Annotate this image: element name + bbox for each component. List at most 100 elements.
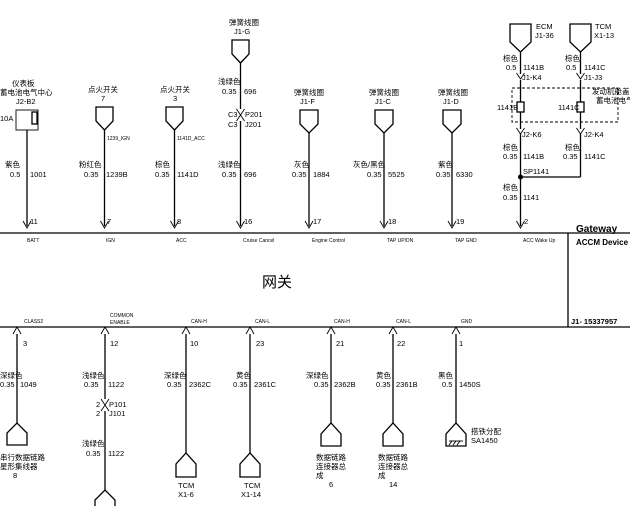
source-line-1: 点火开关	[88, 84, 118, 94]
ecm-terminal-lower: J2-K6	[522, 130, 542, 139]
wire-circuit-2: 696	[244, 170, 257, 179]
inline-connector-icon	[236, 108, 245, 116]
source-line-1: 弹簧线圈	[369, 87, 399, 97]
pin-number: 12	[110, 339, 118, 348]
dest-line-4: 14	[389, 480, 397, 489]
inline-a: C3	[228, 110, 238, 119]
pin-chevron-icon	[451, 326, 461, 335]
pin-chevron-icon	[236, 220, 245, 229]
pin-number: 16	[244, 217, 252, 226]
wire-circuit: 5525	[388, 170, 405, 179]
pin-chevron-icon	[100, 326, 110, 335]
wire-color: 深绿色	[0, 370, 23, 380]
wire-gauge: 0.35	[436, 170, 451, 179]
wire-gauge: 0.35	[367, 170, 382, 179]
wire-color: 棕色	[155, 159, 170, 169]
wire-gauge: 0.35	[84, 170, 99, 179]
source-line-2: J1-G	[234, 27, 250, 36]
source-line-2: J1-F	[300, 97, 315, 106]
tcm-mid-label: 1141C	[558, 103, 580, 112]
pin-label: ACC	[176, 238, 187, 244]
pin-chevron-icon	[170, 220, 179, 229]
source-line-1: 弹簧线圈	[229, 17, 259, 27]
pin-label: IGN	[106, 238, 115, 244]
wire-circuit: 1122	[108, 380, 124, 389]
wire-circuit: 2362B	[334, 380, 356, 389]
pin-label: CAN-L	[396, 319, 411, 325]
circuit-gnd: GND 1 黑色 0.5 1450S 搭铁分配 SA1450	[438, 319, 501, 447]
module-device: ACCM Device	[576, 238, 629, 247]
inline-d: J101	[109, 409, 125, 418]
wire-color: 浅绿色	[82, 370, 105, 380]
circuit-acc: 点火开关 3 1141D_ACC 棕色 0.35 1141D 8 ACC	[155, 84, 205, 244]
dest-line-1: TCM	[178, 481, 194, 490]
pin-label: CAN-H	[191, 319, 207, 325]
source-line-2: J1-D	[443, 97, 459, 106]
source-line-3: J2-B2	[16, 97, 36, 106]
pin-number: 7	[107, 217, 111, 226]
dest-line-3: 成	[316, 470, 324, 480]
wire-color: 紫色	[5, 159, 20, 169]
pin-number: 18	[388, 217, 396, 226]
pin-label: Engine Control	[312, 238, 345, 244]
fuse-icon	[31, 111, 38, 125]
wire-circuit: 2361B	[396, 380, 418, 389]
source-line-1: 弹簧线圈	[438, 87, 468, 97]
dest-line-2: 连接器总	[378, 461, 408, 471]
circuit-ipc: 仪表板 蓄电池电气中心 J2-B2 10A 紫色 0.5 1001 11 BAT…	[0, 78, 53, 244]
dest-line-3: 8	[13, 471, 17, 480]
pin-label-2: ENABLE	[110, 320, 130, 326]
wire-gauge: 0.35	[167, 380, 182, 389]
wire-circuit: 1001	[30, 170, 47, 179]
inline-connector-icon	[100, 398, 110, 406]
box-line-1: 发动机舱盖下	[592, 86, 630, 96]
wire-color: 灰色/黑色	[353, 159, 386, 169]
circuit-canh-dlc: CAN-H 21 深绿色 0.35 2362B 数据链路 连接器总 成 6	[306, 319, 356, 489]
module-name: Gateway	[576, 224, 618, 235]
pin-label: TAP UP/DN	[387, 238, 414, 244]
wire-circuit: 6330	[456, 170, 473, 179]
small-label: 1239_IGN	[107, 136, 130, 142]
ecm-terminal: J1-K4	[522, 73, 542, 82]
wire-color: 粉红色	[79, 159, 102, 169]
dest-line-1: 搭铁分配	[471, 426, 501, 436]
pin-chevron-icon	[447, 220, 457, 229]
wire-color: 深绿色	[306, 370, 329, 380]
inline-a: 2	[96, 400, 100, 409]
splice-name: SP1141	[523, 167, 549, 176]
circuit-ign: 点火开关 7 1239_IGN 粉红色 0.35 1239B 7 IGN	[79, 84, 130, 244]
pin-number: 2	[524, 217, 528, 226]
ecm-fuse-icon	[516, 101, 525, 113]
ecm-connector-icon	[509, 23, 532, 53]
wire-circuit: 1239B	[106, 170, 128, 179]
pin-chevron-icon	[304, 220, 314, 229]
connector-icon	[374, 109, 394, 134]
wire-gauge: 0.35	[376, 380, 391, 389]
source-line-1: 点火开关	[160, 84, 190, 94]
circuit-common: COMMON ENABLE 12 浅绿色 0.35 1122 2 P101 2 …	[82, 313, 134, 506]
tcm-pin: X1-13	[594, 31, 614, 40]
inline-b: P101	[109, 400, 127, 409]
pin-number: 21	[336, 339, 344, 348]
connector-icon	[165, 106, 184, 131]
pin-chevron-icon	[516, 220, 525, 229]
pin-chevron-icon	[326, 326, 336, 335]
underhood-fuse-box	[511, 87, 619, 123]
pin-number: 19	[456, 217, 464, 226]
wire-color: 黑色	[438, 370, 453, 380]
wire-gauge: 0.5	[10, 170, 20, 179]
pin-chevron-icon	[12, 326, 22, 335]
connector-icon	[6, 422, 28, 446]
connector-icon	[299, 109, 319, 134]
wake-circuit-num: 1141	[523, 193, 539, 202]
wire-color: 深绿色	[164, 370, 187, 380]
tcm-gauge-lower: 0.35	[563, 152, 578, 161]
wire-color-2: 浅绿色	[218, 159, 241, 169]
source-line-2: 蓄电池电气中心	[0, 87, 53, 97]
wire-gauge: 0.35	[0, 380, 15, 389]
wire-circuit-2: 1122	[108, 449, 124, 458]
pin-number: 11	[30, 217, 38, 226]
pin-label: GND	[461, 319, 473, 325]
box-line-2: 蓄电池电气	[596, 95, 630, 105]
ecm-mid-label: 1141B	[497, 103, 518, 112]
